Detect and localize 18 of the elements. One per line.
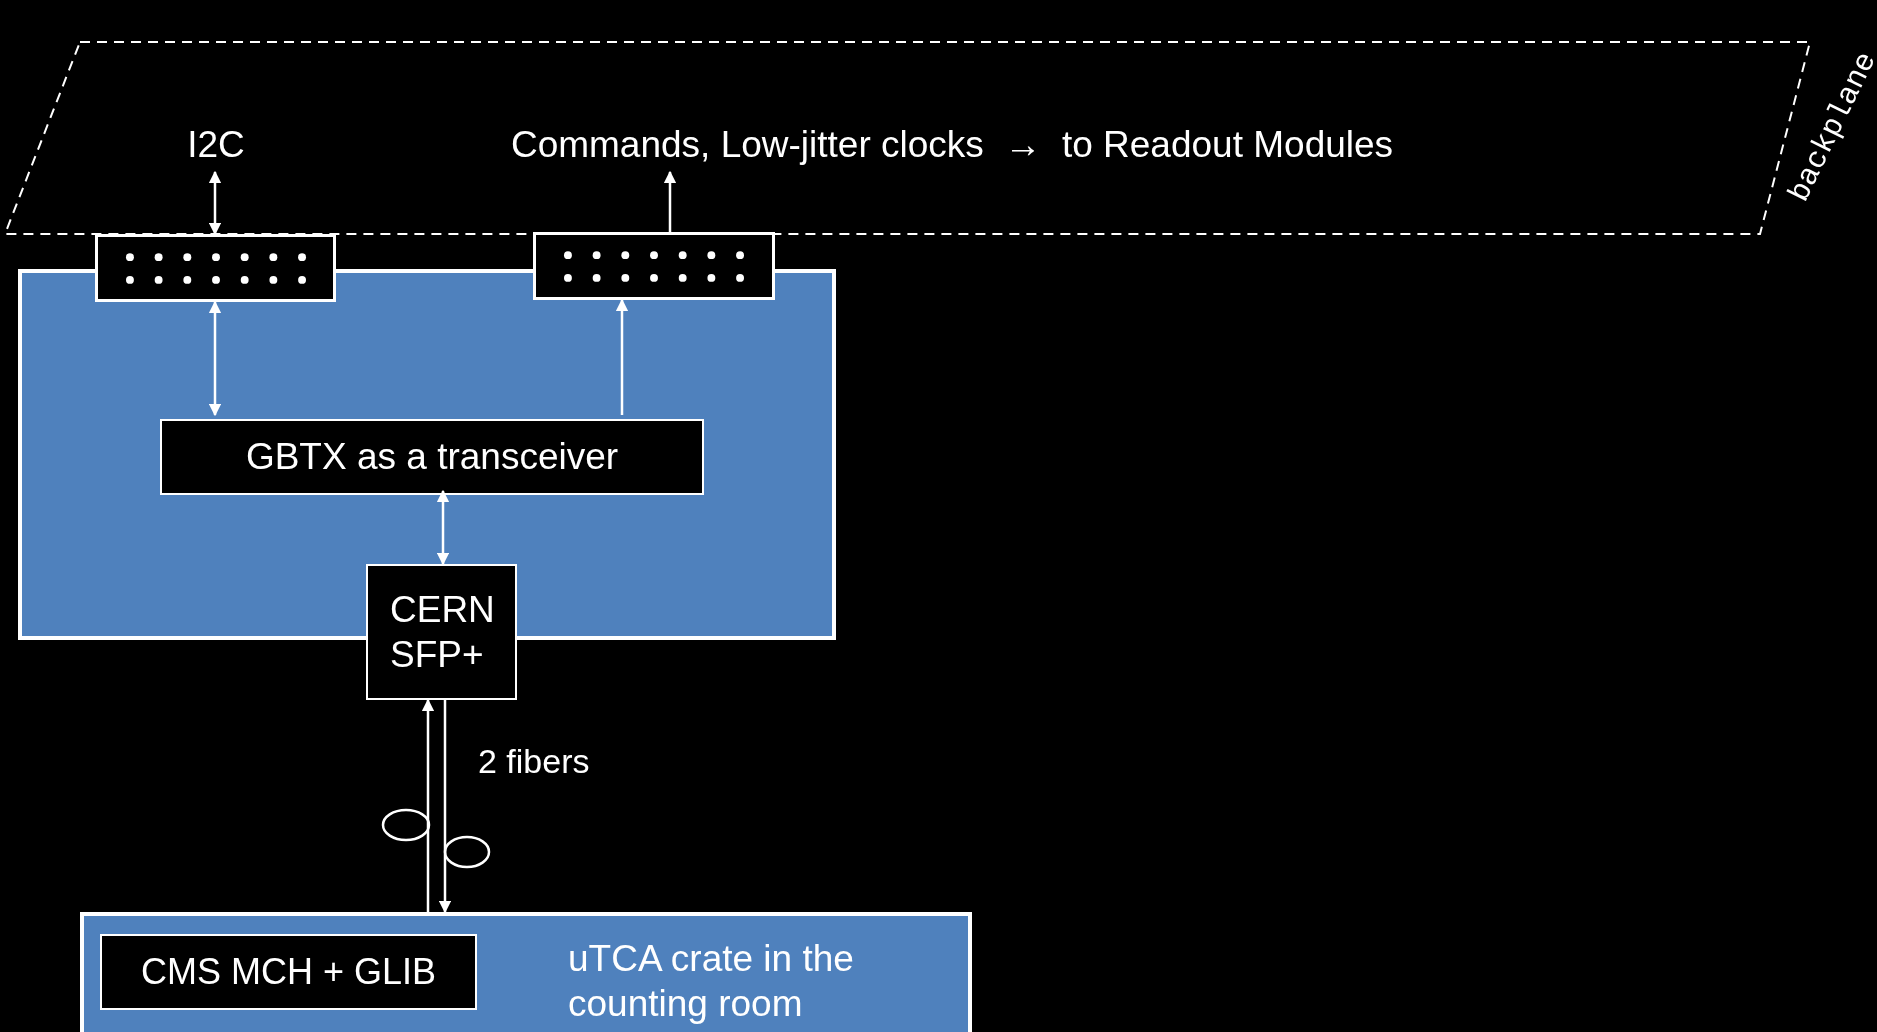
module-box: CMS MCH + GLIB xyxy=(100,934,477,1010)
arrow xyxy=(438,700,452,914)
connector-box xyxy=(533,232,775,300)
crate-label: uTCA crate in the counting room xyxy=(568,937,855,1027)
arrow xyxy=(436,489,450,566)
edge-label: 2 fibers xyxy=(478,742,590,781)
module-box: CERN SFP+ xyxy=(366,564,517,700)
signal-label: I2C xyxy=(176,118,256,172)
arrow xyxy=(421,698,435,912)
arrow xyxy=(615,298,629,415)
arrow xyxy=(208,300,222,417)
module-box: GBTX as a transceiver xyxy=(160,419,704,495)
board-panel xyxy=(18,269,836,640)
connector-box xyxy=(95,234,336,302)
arrow xyxy=(663,170,677,232)
crate-panel xyxy=(80,912,972,1032)
signal-label: Commands, Low-jitter clocks → to Readout Modules xyxy=(392,118,1512,172)
arrow xyxy=(208,170,222,236)
